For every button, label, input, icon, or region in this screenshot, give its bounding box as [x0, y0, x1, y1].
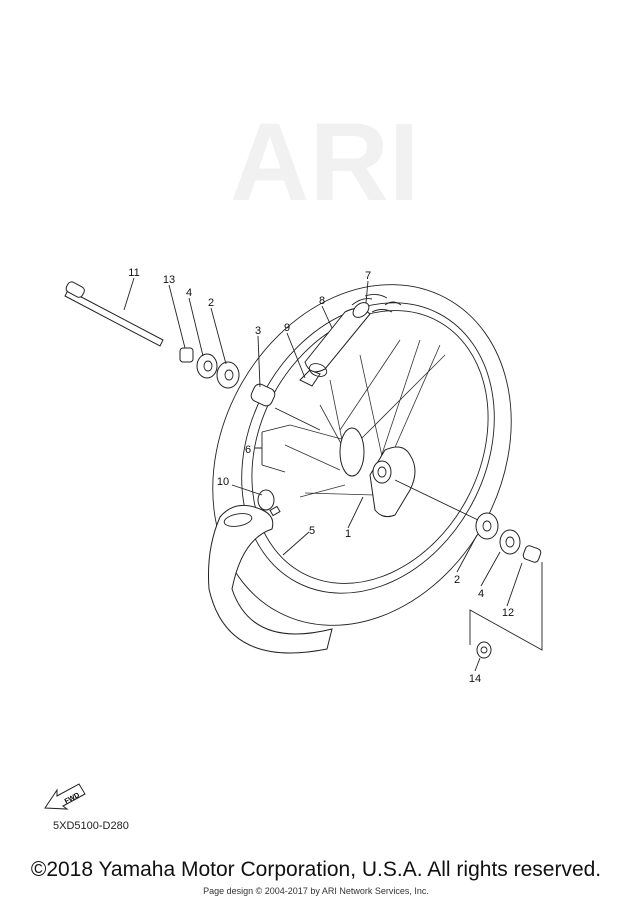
bearing-right	[394, 479, 499, 540]
tire-band	[304, 302, 371, 377]
callout-10: 10	[217, 476, 229, 488]
callout-1: 1	[345, 528, 351, 540]
callout-13: 13	[163, 274, 175, 286]
nut	[476, 641, 492, 659]
diagram-code: 5XD5100-D280	[53, 820, 129, 832]
oil-seal-right	[499, 529, 521, 555]
spacer	[250, 383, 321, 431]
callout-4-right: 4	[478, 588, 484, 600]
callout-11: 11	[128, 267, 139, 279]
callout-9: 9	[284, 322, 290, 334]
callout-2-left: 2	[208, 297, 214, 309]
collar-left	[179, 347, 194, 363]
callout-5: 5	[309, 525, 315, 537]
hub	[339, 427, 416, 518]
callout-12: 12	[502, 607, 514, 619]
oil-seal-left	[196, 353, 218, 379]
copyright-notice: ©2018 Yamaha Motor Corporation, U.S.A. A…	[30, 858, 602, 881]
callout-2-right: 2	[454, 574, 460, 586]
callout-6: 6	[245, 444, 251, 456]
callout-4-left: 4	[186, 287, 192, 299]
bracket-line	[469, 562, 543, 651]
axle	[64, 281, 164, 347]
fwd-arrow-icon: FWD	[44, 783, 86, 810]
tube	[208, 504, 333, 654]
collar-right	[522, 545, 542, 563]
callout-8: 8	[319, 295, 325, 307]
page-design-notice: Page design © 2004-2017 by ARI Network S…	[203, 886, 429, 896]
callout-14: 14	[469, 673, 481, 685]
rim-band	[299, 369, 321, 387]
bearing-left	[216, 361, 240, 389]
callout-7: 7	[365, 270, 371, 282]
leader-lines	[123, 277, 523, 672]
watermark: ARI	[230, 101, 419, 224]
callout-3: 3	[255, 325, 261, 337]
